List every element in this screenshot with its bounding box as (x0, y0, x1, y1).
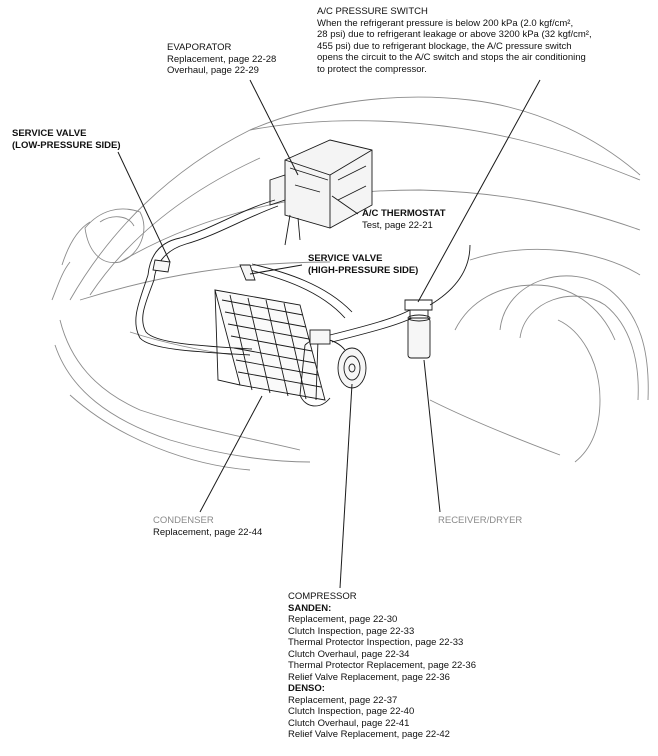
compressor-sanden-heading: SANDEN: (288, 602, 332, 614)
ac-pressure-switch-line-1: When the refrigerant pressure is below 2… (317, 17, 574, 29)
evaporator-title: EVAPORATOR (167, 42, 232, 53)
receiver-dryer-title: RECEIVER/DRYER (438, 515, 523, 526)
leader-service-valve-high (249, 264, 303, 275)
leader-ac-thermostat (331, 195, 359, 215)
receiver-dryer-unit (404, 299, 433, 359)
compressor-sanden-line-1: Replacement, page 22-30 (288, 614, 398, 625)
compressor-sanden-line-2: Clutch Inspection, page 22-33 (288, 625, 415, 637)
ac-pressure-switch-title: A/C PRESSURE SWITCH (317, 6, 428, 17)
leader-pressure-switch (417, 79, 541, 303)
car-body-outline (51, 96, 649, 471)
service-valve-high-line-2: (HIGH-PRESSURE SIDE) (308, 264, 419, 276)
compressor-denso-line-1: Replacement, page 22-37 (288, 694, 398, 706)
service-valve-high-callout: SERVICE VALVE (HIGH-PRESSURE SIDE) (308, 253, 418, 276)
compressor-callout: COMPRESSOR SANDEN: Replacement, page 22-… (288, 591, 476, 741)
compressor-sanden-line-3: Thermal Protector Inspection, page 22-33 (288, 637, 464, 648)
compressor-title: COMPRESSOR (288, 591, 357, 602)
ac-pressure-switch-line-5: to protect the compressor. (317, 63, 427, 75)
service-valve-low-line-1: SERVICE VALVE (12, 128, 87, 139)
condenser-callout: CONDENSER Replacement, page 22-44 (153, 515, 262, 538)
refrigerant-lines (135, 199, 471, 356)
compressor-denso-line-3: Clutch Overhaul, page 22-41 (288, 717, 410, 729)
compressor-sanden-line-4: Clutch Overhaul, page 22-34 (288, 648, 410, 660)
ac-pressure-switch-line-3: 455 psi) due to refrigerant blockage, th… (317, 40, 572, 52)
compressor-denso-line-2: Clutch Inspection, page 22-40 (288, 706, 415, 717)
ac-pressure-switch-line-4: opens the circuit to the A/C switch and … (317, 52, 586, 63)
evaporator-line-1: Replacement, page 22-28 (167, 53, 277, 65)
evaporator-callout: EVAPORATOR Replacement, page 22-28 Overh… (167, 42, 276, 77)
compressor-denso-heading: DENSO: (288, 683, 325, 694)
compressor-sanden-line-5: Thermal Protector Replacement, page 22-3… (288, 660, 476, 671)
ac-pressure-switch-callout: A/C PRESSURE SWITCH When the refrigerant… (317, 6, 592, 75)
service-valve-low-line-2: (LOW-PRESSURE SIDE) (12, 139, 121, 151)
compressor-unit (299, 329, 367, 407)
ac-pressure-switch-line-2: 28 psi) due to refrigerant leakage or ab… (317, 29, 592, 40)
compressor-denso-line-4: Relief Valve Replacement, page 22-42 (288, 729, 450, 740)
condenser-title: CONDENSER (153, 515, 214, 526)
ac-thermostat-callout: A/C THERMOSTAT Test, page 22-21 (362, 208, 446, 231)
leader-receiver-dryer (423, 359, 441, 513)
ac-thermostat-title: A/C THERMOSTAT (362, 208, 446, 219)
compressor-sanden-line-6: Relief Valve Replacement, page 22-36 (288, 671, 450, 683)
evaporator-unit (269, 139, 373, 246)
service-valve-high-line-1: SERVICE VALVE (308, 253, 383, 264)
condenser-line-1: Replacement, page 22-44 (153, 526, 263, 538)
leader-evaporator (249, 79, 299, 176)
ac-thermostat-line-1: Test, page 22-21 (362, 219, 433, 231)
leader-lines (117, 79, 541, 589)
condenser-unit (214, 289, 326, 401)
receiver-dryer-callout: RECEIVER/DRYER (438, 515, 522, 527)
leader-condenser (199, 395, 263, 513)
service-valve-low-callout: SERVICE VALVE (LOW-PRESSURE SIDE) (12, 128, 121, 151)
evaporator-line-2: Overhaul, page 22-29 (167, 65, 259, 76)
leader-service-valve-low (117, 151, 171, 263)
leader-compressor (339, 383, 353, 589)
